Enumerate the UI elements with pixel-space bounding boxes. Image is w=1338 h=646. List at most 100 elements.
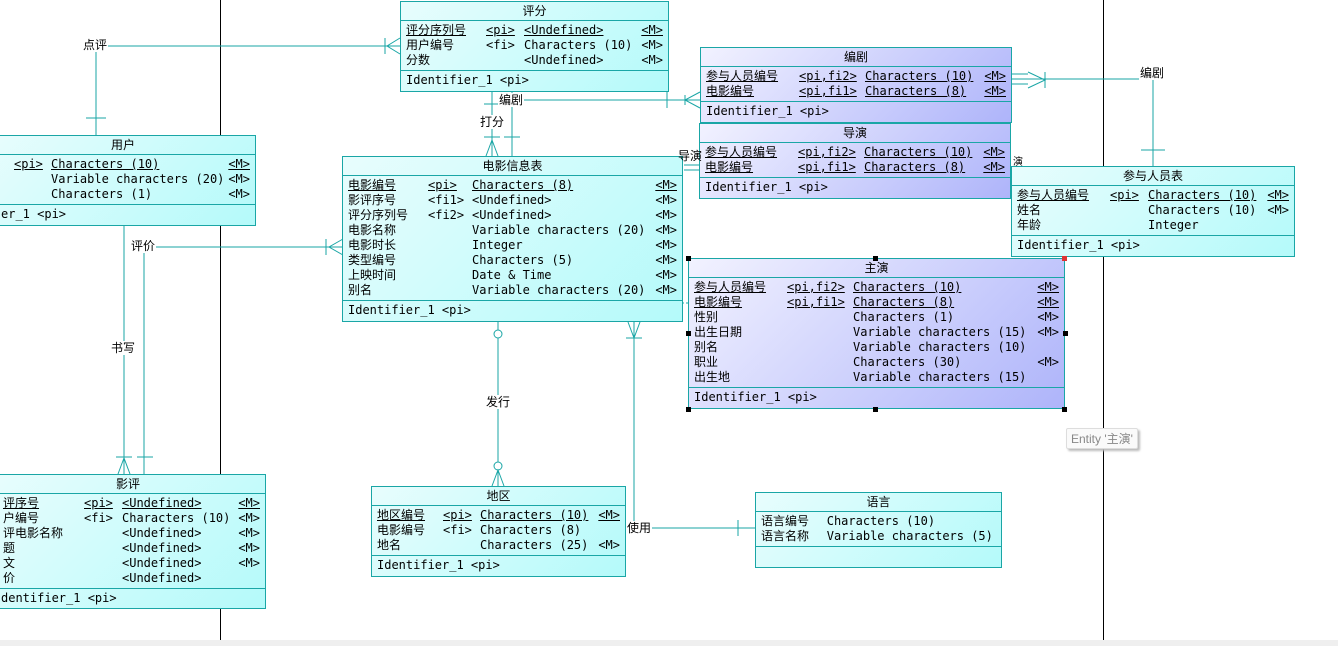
entity-identifier — [756, 547, 1001, 566]
relationship-label-daoyan[interactable]: 导演 — [678, 149, 703, 163]
attribute-list: 评分序列号<pi><Undefined><M> 用户编号<fi>Characte… — [401, 21, 668, 71]
entity-identifier: Identifier_1 <pi> — [694, 390, 817, 404]
link-daoyan-left — [684, 164, 700, 171]
entity-title: 导演 — [700, 124, 1010, 143]
relationship-label-shuxie[interactable]: 书写 — [110, 341, 137, 355]
relationship-label-dianping[interactable]: 点评 — [82, 38, 109, 52]
entity-tooltip: Entity '主演' — [1066, 428, 1138, 449]
entity-title: 语言 — [756, 493, 1001, 512]
link-dianping — [95, 45, 400, 135]
attribute-list: 电影编号<pi>Characters (8)<M> 影评序号<fi1><Unde… — [343, 176, 682, 301]
entity-title: 主演 — [689, 259, 1064, 278]
relationship-label-bianju[interactable]: 编剧 — [498, 93, 525, 107]
crowfoot-mark — [626, 321, 739, 536]
resize-handle-s[interactable] — [873, 407, 878, 412]
entity-bianju[interactable]: 编剧 参与人员编号<pi,fi2>Characters (10)<M> 电影编号… — [700, 47, 1012, 123]
resize-handle-se[interactable] — [1062, 407, 1067, 412]
relationship-label-shiyong[interactable]: 使用 — [626, 521, 653, 535]
entity-daoyan[interactable]: 导演 参与人员编号<pi,fi2>Characters (10)<M> 电影编号… — [699, 123, 1011, 199]
entity-title: 用户 — [0, 136, 255, 155]
relationship-label-dafen[interactable]: 打分 — [479, 115, 506, 129]
attribute-row[interactable]: 参与人员编号<pi,fi2>Characters (10)<M> — [706, 69, 1006, 83]
attribute-row[interactable]: 参与人员编号<pi,fi2>Characters (10)<M> — [705, 145, 1005, 159]
entity-yonghu[interactable]: 用户 <pi>Characters (10)<M> Variable chara… — [0, 135, 256, 226]
attribute-list: 参与人员编号<pi,fi2>Characters (10)<M> 电影编号<pi… — [689, 278, 1064, 388]
resize-handle-n[interactable] — [873, 256, 878, 261]
resize-handle-nw[interactable] — [686, 256, 691, 261]
resize-handle-w[interactable] — [686, 331, 691, 336]
attribute-row[interactable]: 电影编号<pi,fi1>Characters (8)<M> — [705, 160, 1005, 174]
entity-zhuyan[interactable]: 主演 参与人员编号<pi,fi2>Characters (10)<M> 电影编号… — [688, 258, 1065, 409]
page-boundary-line — [220, 0, 221, 640]
resize-handle-sw[interactable] — [686, 407, 691, 412]
attribute-list: 地区编号<pi>Characters (10)<M> 电影编号<fi>Chara… — [372, 506, 625, 556]
attribute-row[interactable]: 户编号<fi>Characters (10)<M> — [3, 511, 260, 525]
attribute-row[interactable]: 电影编号<pi>Characters (8)<M> — [348, 178, 677, 192]
attribute-row[interactable]: Characters (1)<M> — [51, 187, 250, 201]
entity-identifier: Identifier_1 <pi> — [348, 303, 471, 317]
attribute-row[interactable]: 电影编号<pi,fi1>Characters (8)<M> — [706, 84, 1006, 98]
attribute-row[interactable]: 评序号<pi><Undefined><M> — [3, 496, 260, 510]
attribute-row[interactable]: 参与人员编号<pi,fi2>Characters (10)<M> — [694, 280, 1059, 294]
attribute-row[interactable]: 题<Undefined><M> — [3, 541, 260, 555]
entity-title: 评分 — [401, 2, 668, 21]
attribute-row[interactable]: 地区编号<pi>Characters (10)<M> — [377, 508, 620, 522]
horizontal-scrollbar-track[interactable] — [0, 640, 1338, 646]
entity-diqu[interactable]: 地区 地区编号<pi>Characters (10)<M> 电影编号<fi>Ch… — [371, 486, 626, 577]
attribute-row[interactable]: 电影编号<fi>Characters (8) — [377, 523, 582, 537]
entity-pingfen[interactable]: 评分 评分序列号<pi><Undefined><M> 用户编号<fi>Chara… — [400, 1, 669, 92]
entity-identifier: dentifier_1 <pi> — [1, 591, 117, 605]
entity-title: 影评 — [0, 475, 265, 494]
attribute-list: 评序号<pi><Undefined><M> 户编号<fi>Characters … — [0, 494, 265, 589]
attribute-row[interactable]: 文<Undefined><M> — [3, 556, 260, 570]
resize-handle-e[interactable] — [1063, 331, 1068, 336]
attribute-row[interactable]: 参与人员编号<pi>Characters (10)<M> — [1017, 188, 1289, 202]
relationship-label-faxing[interactable]: 发行 — [485, 395, 512, 409]
attribute-row[interactable]: 评分序列号<pi><Undefined><M> — [406, 23, 663, 37]
attribute-list: 参与人员编号<pi,fi2>Characters (10)<M> 电影编号<pi… — [701, 67, 1011, 102]
entity-title: 电影信息表 — [343, 157, 682, 176]
entity-yingping[interactable]: 影评 评序号<pi><Undefined><M> 户编号<fi>Characte… — [0, 474, 266, 609]
entity-dianying-xinxi[interactable]: 电影信息表 电影编号<pi>Characters (8)<M> 影评序号<fi1… — [342, 156, 683, 322]
relationship-label-daoyan-right[interactable]: 演 — [1013, 157, 1023, 168]
attribute-row[interactable]: 影评序号<fi1><Undefined><M> — [348, 193, 677, 207]
relationship-label-pingjia[interactable]: 评价 — [130, 239, 157, 253]
attribute-row[interactable]: 电影编号<pi,fi1>Characters (8)<M> — [694, 295, 1059, 309]
entity-title: 编剧 — [701, 48, 1011, 67]
crowfoot-mark — [86, 37, 401, 119]
crowfoot-mark — [484, 103, 500, 157]
attribute-row[interactable]: 评分序列号<fi2><Undefined><M> — [348, 208, 677, 222]
resize-handle-ne[interactable] — [1062, 256, 1067, 261]
link-pingjia — [123, 225, 343, 474]
attribute-row[interactable]: 用户编号<fi>Characters (10)<M> — [406, 38, 663, 52]
attribute-row[interactable]: Variable characters (20)<M> — [51, 172, 250, 186]
link-bianju-left — [511, 92, 700, 156]
attribute-row[interactable]: 分数<Undefined><M> — [406, 53, 663, 67]
entity-identifier: Identifier_1 <pi> — [1017, 238, 1140, 252]
attribute-row[interactable]: <pi>Characters (10)<M> — [14, 157, 250, 171]
relationship-label-bianju-right[interactable]: 编剧 — [1139, 66, 1166, 80]
attribute-row[interactable]: 价<Undefined> — [3, 571, 202, 585]
entity-title: 参与人员表 — [1012, 167, 1294, 186]
crowfoot-mark — [325, 238, 344, 256]
attribute-row[interactable]: 评电影名称<Undefined><M> — [3, 526, 260, 540]
